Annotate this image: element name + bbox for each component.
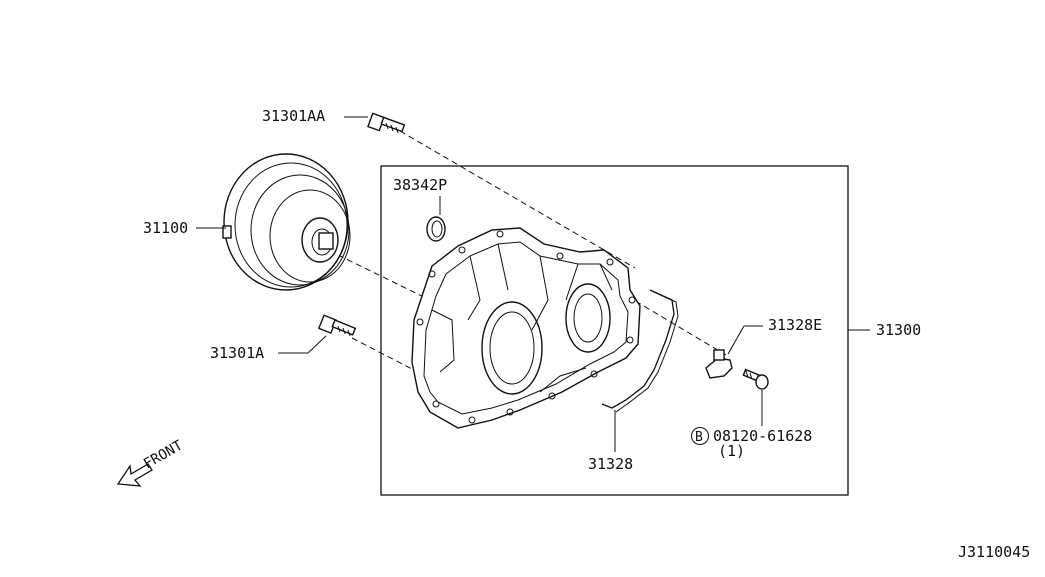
label-bolt-aa: 31301AA bbox=[262, 107, 325, 125]
label-bracket: 31328 bbox=[588, 455, 633, 473]
label-bolt-a: 31301A bbox=[210, 344, 264, 362]
label-front: FRONT bbox=[141, 437, 186, 472]
transmission-case-part[interactable] bbox=[411, 227, 641, 429]
bolt-aa-part[interactable] bbox=[367, 112, 406, 134]
bracket-e-part[interactable] bbox=[705, 349, 733, 379]
bracket-pipe-part[interactable] bbox=[601, 289, 679, 413]
label-case-assembly: 31300 bbox=[876, 321, 921, 339]
alignment-lines bbox=[337, 130, 727, 371]
label-bracket-e: 31328E bbox=[768, 316, 822, 334]
label-b-marker: B bbox=[695, 430, 703, 445]
label-oil-seal: 38342P bbox=[393, 176, 447, 194]
label-torque-converter: 31100 bbox=[143, 219, 188, 237]
label-fastener: 08120-61628 bbox=[713, 427, 812, 445]
bolt-a-part[interactable] bbox=[317, 314, 357, 337]
torque-converter-part[interactable] bbox=[222, 153, 351, 291]
fastener-part[interactable] bbox=[742, 368, 769, 390]
front-arrow-icon bbox=[116, 463, 153, 487]
b-marker-circle bbox=[691, 427, 709, 445]
label-fastener-qty: (1) bbox=[718, 442, 745, 460]
oil-seal-part[interactable] bbox=[426, 216, 446, 242]
diagram-code: J3110045 bbox=[958, 543, 1030, 561]
leader-lines bbox=[196, 116, 870, 452]
